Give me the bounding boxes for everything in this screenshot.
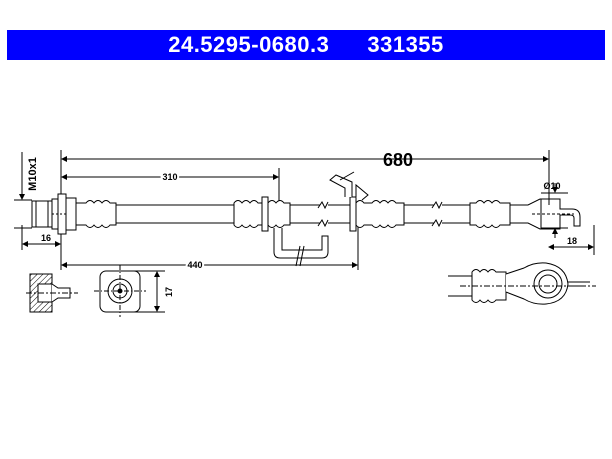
part-number: 24.5295-0680.3 [168, 32, 330, 57]
label-bracket-distance: 440 [187, 260, 202, 270]
eye-fitting-view [448, 262, 596, 305]
label-end-length: 18 [567, 236, 577, 246]
thread-section-view [26, 273, 78, 313]
title-bar-background [7, 30, 605, 60]
label-total-length: 680 [383, 150, 413, 170]
label-first-segment: 310 [162, 172, 177, 182]
title-bar: 24.5295-0680.3 331355 [7, 30, 605, 60]
dimension-thread [14, 152, 32, 236]
label-hex-size: 17 [164, 287, 174, 297]
label-end-diameter: Ø10 [543, 181, 560, 191]
label-thread: M10x1 [27, 157, 39, 191]
dimension-end-diameter [541, 183, 568, 238]
hose-assembly [31, 171, 581, 267]
label-fitting-length: 16 [41, 233, 51, 243]
dimension-bracket [60, 225, 359, 270]
dimension-first-segment [61, 168, 280, 205]
hex-front-view [94, 265, 146, 317]
reference-number: 331355 [367, 32, 444, 57]
dimension-end-length [548, 225, 595, 255]
